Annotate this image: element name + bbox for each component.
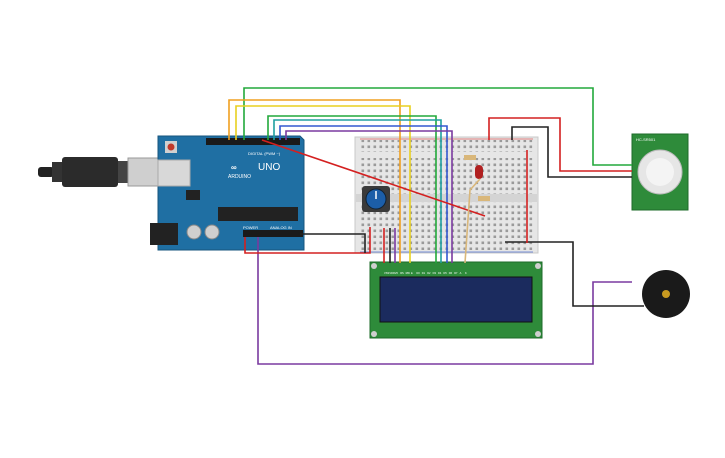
lcd-pin-label: VDD <box>389 271 395 275</box>
lcd-pin-label: VSS <box>384 271 389 275</box>
lcd-pin-label: A <box>460 271 462 275</box>
lcd-pin-label: D0 <box>416 271 420 275</box>
wires <box>228 87 644 365</box>
lcd-pin-label: V0 <box>395 271 399 275</box>
arduino-model: UNO <box>258 162 280 173</box>
lcd-pin-label: D7 <box>454 271 458 275</box>
lcd-pin-label: D1 <box>422 271 426 275</box>
lcd-pin-label: E <box>411 271 413 275</box>
lcd-pin-label: RS <box>400 271 404 275</box>
lcd-pin-label: D4 <box>438 271 442 275</box>
potentiometer <box>362 186 390 212</box>
lcd-pin-label: D5 <box>443 271 447 275</box>
resistor <box>464 155 490 201</box>
pir-label: HC-SR501 <box>636 137 656 142</box>
power-header-label: POWER <box>243 225 258 230</box>
digital-header-label: DIGITAL (PWM ~) <box>248 151 281 156</box>
arduino-logo-icon: ∞ <box>231 163 237 172</box>
lcd-pin-label: D6 <box>449 271 453 275</box>
arduino-brand: ARDUINO <box>228 174 251 180</box>
arduino-uno-board: ∞ ARDUINO UNO DIGITAL (PWM ~) POWER ANAL… <box>150 135 305 251</box>
lcd-pin-label: D2 <box>427 271 431 275</box>
buzzer <box>642 270 690 318</box>
pir-sensor: HC-SR501 <box>631 133 689 211</box>
lcd-pin-label: K <box>465 271 467 275</box>
usb-cable <box>38 157 169 187</box>
led <box>475 165 483 179</box>
analog-header-label: ANALOG IN <box>270 225 292 230</box>
lcd-pin-label: RW <box>406 271 411 275</box>
lcd-pin-label: D3 <box>433 271 437 275</box>
